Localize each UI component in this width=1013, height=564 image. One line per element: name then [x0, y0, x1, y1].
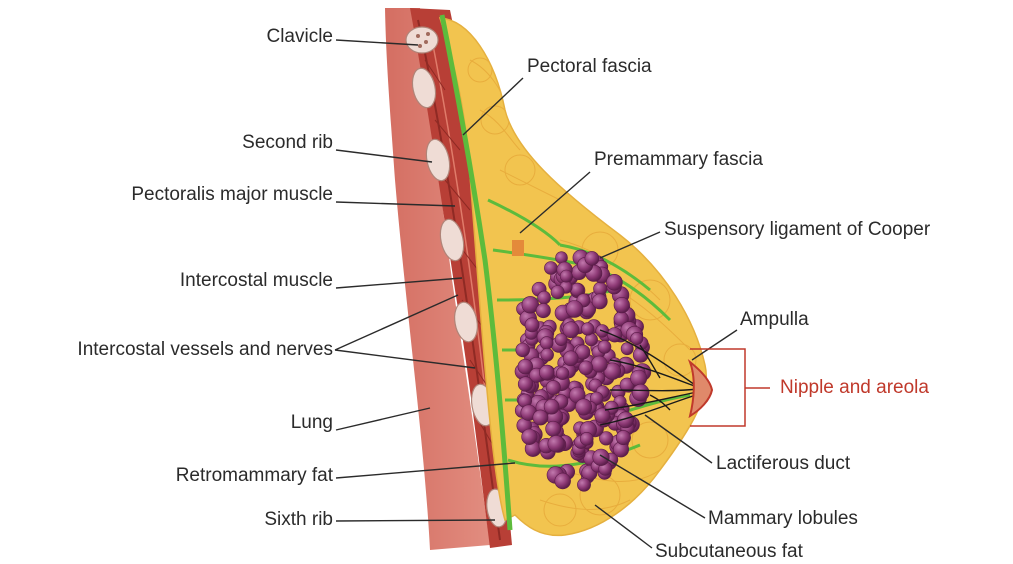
lobule: [556, 367, 569, 380]
lobule: [591, 356, 607, 372]
lobule: [548, 435, 565, 452]
lobule: [594, 282, 607, 295]
lobule: [541, 348, 554, 361]
lobule: [575, 399, 591, 415]
lobule: [607, 328, 622, 343]
label-suspensory-ligament: Suspensory ligament of Cooper: [664, 219, 930, 241]
lobule: [614, 297, 630, 313]
lobule: [555, 473, 571, 489]
lobule: [577, 478, 590, 491]
label-nipple-and-areola: Nipple and areola: [780, 377, 929, 399]
lobule: [560, 270, 572, 282]
lobule: [522, 429, 538, 445]
label-intercostal-muscle: Intercostal muscle: [180, 270, 333, 292]
lobule: [544, 262, 557, 275]
label-ampulla: Ampulla: [740, 309, 809, 331]
label-retromammary-fat: Retromammary fat: [176, 465, 333, 487]
label-pectoral-fascia: Pectoral fascia: [527, 56, 652, 78]
lobule: [551, 286, 564, 299]
lobule: [540, 337, 553, 350]
lobule: [566, 301, 583, 318]
lobule: [516, 343, 530, 357]
lobule: [555, 334, 567, 346]
lobule: [536, 303, 550, 317]
label-premammary-fascia: Premammary fascia: [594, 149, 763, 171]
lobule: [581, 323, 594, 336]
lobule: [533, 410, 548, 425]
lobule: [544, 399, 559, 414]
label-intercostal-vessels-nerves: Intercostal vessels and nerves: [77, 339, 333, 361]
lobule: [579, 361, 593, 375]
lobule: [598, 340, 611, 353]
fascia-node: [512, 240, 524, 256]
lobule: [606, 274, 622, 290]
label-sixth-rib: Sixth rib: [264, 509, 333, 531]
lobule: [525, 318, 539, 332]
lobule: [539, 365, 554, 380]
lobule: [631, 332, 643, 344]
lobule: [518, 377, 533, 392]
lobule: [563, 351, 578, 366]
lobule: [632, 384, 649, 401]
lobule: [546, 380, 560, 394]
lobule: [538, 291, 551, 304]
label-second-rib: Second rib: [242, 132, 333, 154]
label-pectoralis-major-muscle: Pectoralis major muscle: [131, 184, 333, 206]
label-clavicle: Clavicle: [266, 26, 333, 48]
clavicle-bone: [406, 27, 438, 53]
lobule: [630, 370, 646, 386]
lobule: [585, 251, 599, 265]
lobule: [546, 421, 561, 436]
label-subcutaneous-fat: Subcutaneous fat: [655, 541, 803, 563]
label-mammary-lobules: Mammary lobules: [708, 508, 858, 530]
label-lung: Lung: [291, 412, 333, 434]
lobule: [580, 432, 593, 445]
lobule: [616, 430, 630, 444]
lobule: [593, 449, 610, 466]
label-lactiferous-duct: Lactiferous duct: [716, 453, 850, 475]
lobule: [592, 294, 607, 309]
